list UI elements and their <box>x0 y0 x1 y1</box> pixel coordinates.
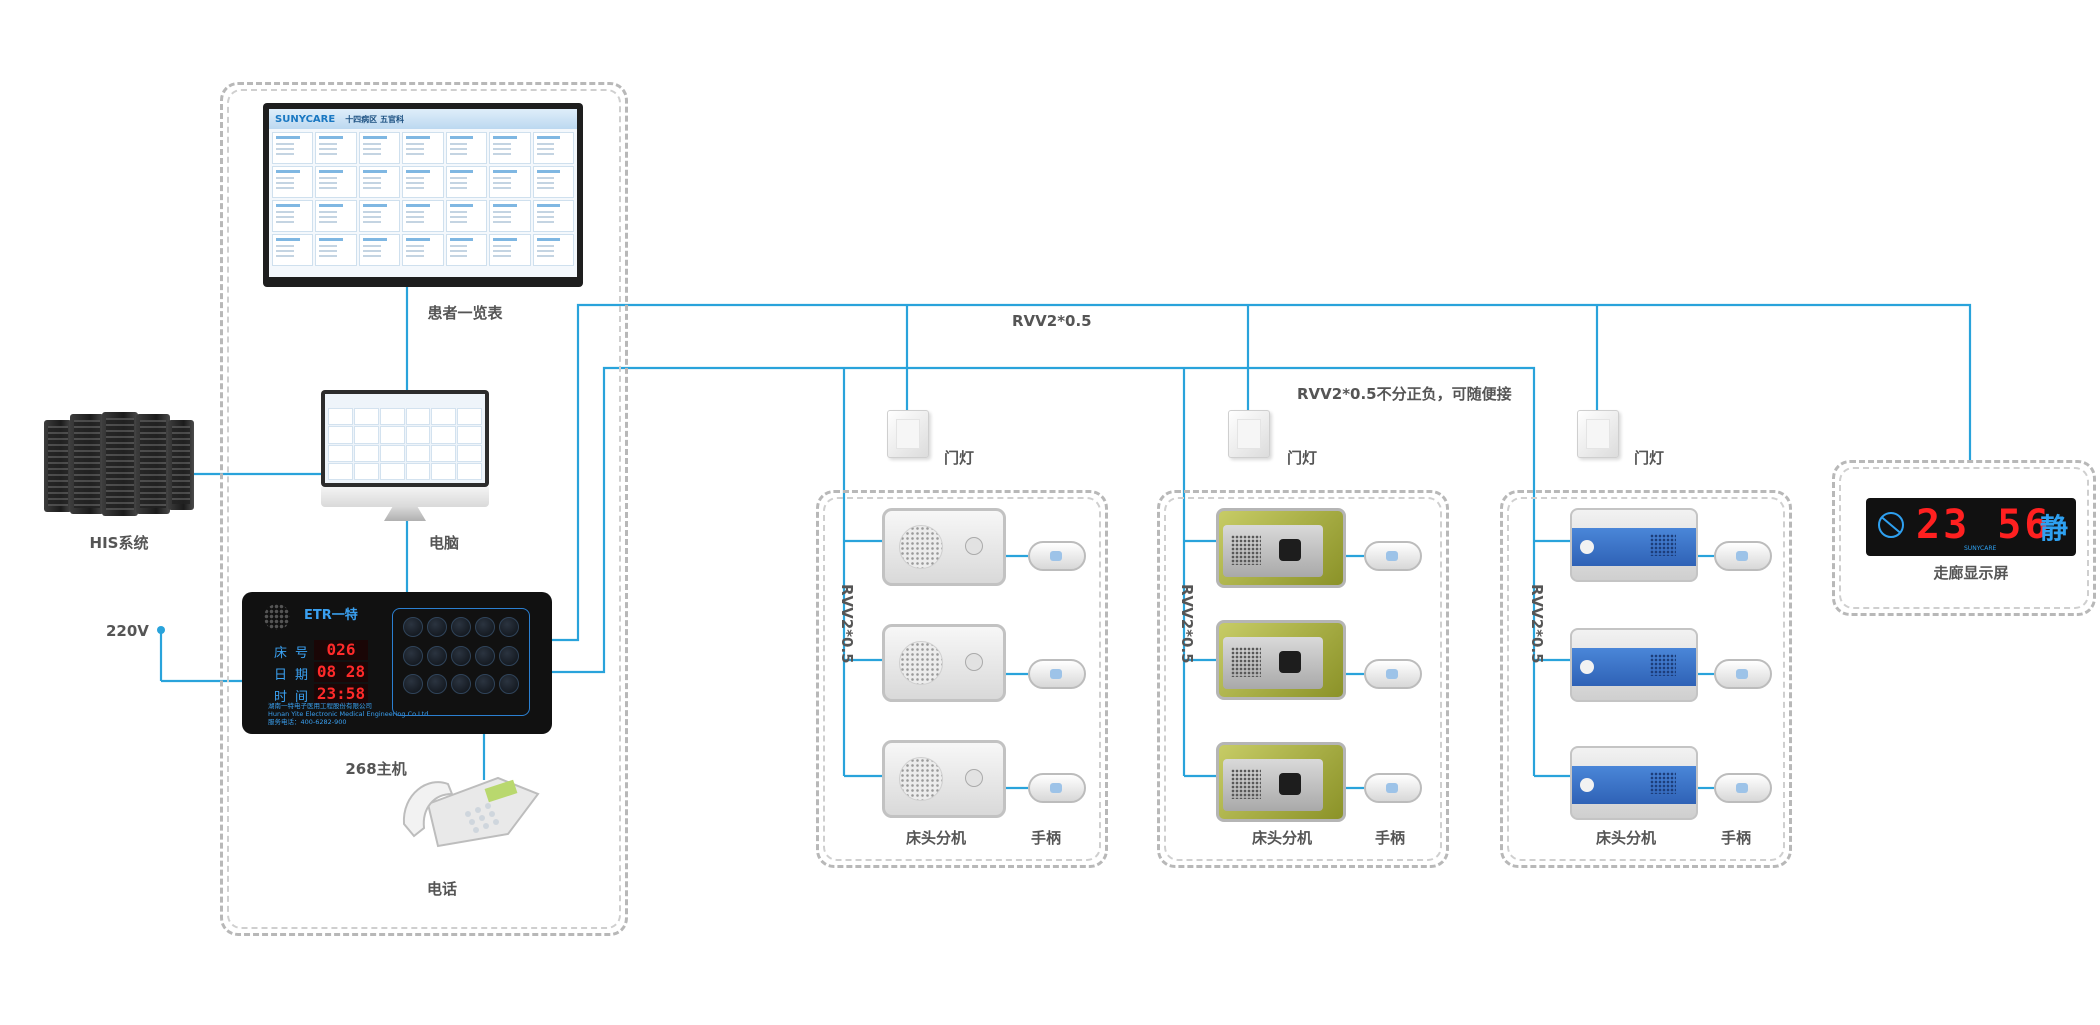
control-room-group <box>220 82 628 936</box>
door-light-3 <box>1577 410 1619 458</box>
bedside-unit <box>882 624 1006 702</box>
wire-bus-lower <box>552 366 1536 776</box>
ward-group-2 <box>1157 490 1449 868</box>
call-button[interactable] <box>1580 778 1594 792</box>
handset[interactable] <box>1364 773 1422 803</box>
power-label: 220V <box>106 622 149 640</box>
call-button[interactable] <box>965 537 983 555</box>
call-button[interactable] <box>965 769 983 787</box>
door-light-label-1: 门灯 <box>944 449 975 467</box>
door-light-label-2: 门灯 <box>1287 449 1318 467</box>
wire-bus-upper <box>552 303 1972 642</box>
time-display: 23:58 <box>314 684 368 704</box>
computer-label: 电脑 <box>428 534 460 552</box>
handset[interactable] <box>1714 659 1772 689</box>
corridor-group <box>1832 460 2096 616</box>
handset[interactable] <box>1028 773 1086 803</box>
ward-group-3 <box>1500 490 1792 868</box>
call-button[interactable] <box>1580 540 1594 554</box>
corridor-digits: 23 56 <box>1916 502 2052 548</box>
handset[interactable] <box>1364 659 1422 689</box>
handset[interactable] <box>1364 541 1422 571</box>
bedside-unit <box>1216 508 1346 588</box>
cable-main-label: RVV2*0.5 <box>1012 312 1092 330</box>
telephone-icon <box>402 776 540 848</box>
keypad-key[interactable] <box>451 617 471 637</box>
door-light-1 <box>887 410 929 458</box>
keypad-key[interactable] <box>451 645 471 666</box>
keypad-key[interactable] <box>427 645 447 666</box>
bedside-unit <box>882 740 1006 818</box>
bedside-unit <box>1570 746 1698 820</box>
keypad-key[interactable] <box>451 674 471 695</box>
keypad-key[interactable] <box>475 674 495 695</box>
screen-logo: SUNYCARE <box>275 113 336 125</box>
call-button[interactable] <box>1279 651 1301 673</box>
corridor-status: 静 <box>2039 512 2068 545</box>
host-268: ETR一特 床号 日期 时间 026 08 28 23:58 湖南一特电子医用工… <box>242 592 552 734</box>
date-display: 08 28 <box>314 662 368 682</box>
bedside-unit <box>1570 628 1698 702</box>
apple-logo-icon <box>321 487 489 507</box>
power-terminal <box>157 626 165 634</box>
keypad-key[interactable] <box>475 617 495 637</box>
patient-list-screen: SUNYCARE 十四病区 五官科 <box>263 103 583 287</box>
bedside-label-3: 床头分机 <box>1595 829 1657 847</box>
keypad-key[interactable] <box>403 617 423 637</box>
patient-list-label: 患者一览表 <box>427 304 503 322</box>
handset-label-3: 手柄 <box>1720 829 1752 847</box>
bedside-unit <box>1216 620 1346 700</box>
bed-display: 026 <box>314 640 368 660</box>
corridor-display: 23 56 静 SUNYCARE <box>1866 498 2076 556</box>
keypad-key[interactable] <box>403 645 423 666</box>
call-button[interactable] <box>1279 773 1301 795</box>
computer-monitor <box>321 390 489 487</box>
host-keypad[interactable] <box>392 608 530 716</box>
door-light-label-3: 门灯 <box>1634 449 1665 467</box>
no-smoking-icon <box>1878 512 1904 538</box>
keypad-key[interactable] <box>427 617 447 637</box>
bedside-unit <box>1570 508 1698 582</box>
host-label: 268主机 <box>345 760 407 778</box>
handset-label-2: 手柄 <box>1374 829 1406 847</box>
bedside-label-2: 床头分机 <box>1251 829 1313 847</box>
phone-label: 电话 <box>426 880 458 898</box>
speaker-grill-icon <box>264 604 290 630</box>
corridor-brand: SUNYCARE <box>1964 545 1997 552</box>
screen-title: 十四病区 五官科 <box>345 114 404 124</box>
bedside-unit <box>882 508 1006 586</box>
time-label: 时间 <box>274 690 317 705</box>
handset[interactable] <box>1714 541 1772 571</box>
keypad-key[interactable] <box>427 674 447 695</box>
cable-vertical-label-3: RVV2*0.5 <box>1528 584 1546 664</box>
keypad-key[interactable] <box>499 645 519 666</box>
keypad-key[interactable] <box>403 674 423 695</box>
host-brand: ETR一特 <box>304 608 358 623</box>
handset[interactable] <box>1714 773 1772 803</box>
date-label: 日期 <box>274 668 317 683</box>
host-company: 湖南一特电子医用工程股份有限公司 Hunan Yite Electronic M… <box>268 702 429 726</box>
handset[interactable] <box>1028 541 1086 571</box>
bedside-label-1: 床头分机 <box>905 829 967 847</box>
call-button[interactable] <box>1279 539 1301 561</box>
call-button[interactable] <box>1580 660 1594 674</box>
bed-label: 床号 <box>274 646 317 661</box>
keypad-key[interactable] <box>499 674 519 695</box>
corridor-display-label: 走廊显示屏 <box>1933 564 2009 582</box>
keypad-key[interactable] <box>475 645 495 666</box>
handset[interactable] <box>1028 659 1086 689</box>
cable-vertical-label-2: RVV2*0.5 <box>1178 584 1196 664</box>
cable-note-label: RVV2*0.5不分正负，可随便接 <box>1297 385 1512 403</box>
ward-group-1 <box>816 490 1108 868</box>
patient-grid <box>269 129 577 269</box>
door-light-2 <box>1228 410 1270 458</box>
monitor-stand <box>384 507 426 521</box>
handset-label-1: 手柄 <box>1030 829 1062 847</box>
cable-vertical-label-1: RVV2*0.5 <box>838 584 856 664</box>
bedside-unit <box>1216 742 1346 822</box>
call-button[interactable] <box>965 653 983 671</box>
his-label: HIS系统 <box>89 534 149 552</box>
keypad-key[interactable] <box>499 617 519 637</box>
